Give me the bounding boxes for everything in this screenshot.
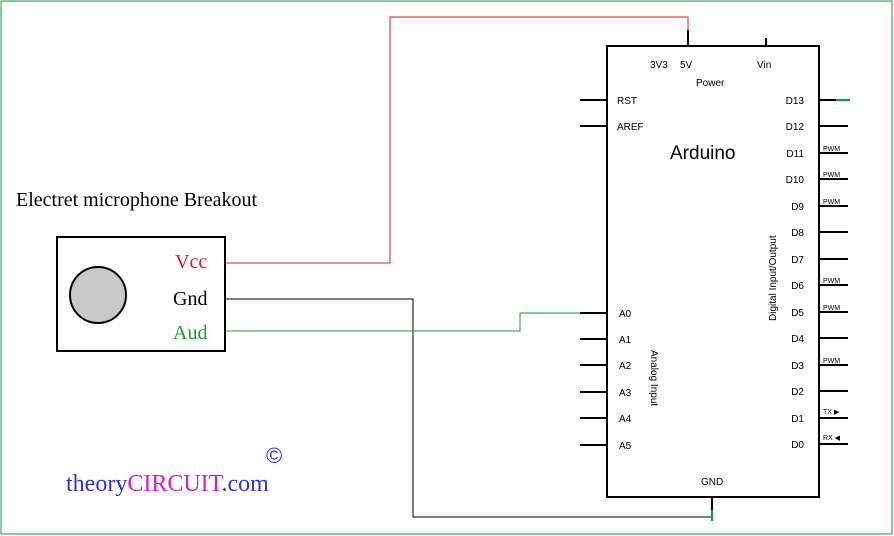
pin-d4-label: D4 [791, 334, 804, 345]
pin-a3-label: A3 [619, 388, 632, 399]
module-title: Electret microphone Breakout [16, 189, 257, 211]
pin-d1-label: D1 [791, 414, 804, 425]
pin-d6-pwm-tag: PWM [823, 278, 840, 285]
pin-d9-pwm-tag: PWM [823, 199, 840, 206]
pin-a0-label: A0 [619, 309, 632, 320]
brand-part-circuit: CIRCUIT [127, 471, 223, 497]
arduino-body [606, 45, 820, 498]
pin-d3-label: D3 [791, 361, 804, 372]
pin-d5-pwm-tag: PWM [823, 305, 840, 312]
digital-group-label: Digital Input/Output [768, 235, 779, 321]
aud-wire [225, 312, 582, 332]
arduino-name: Arduino [670, 143, 736, 164]
pin-d7-label: D7 [791, 255, 804, 266]
electret-mic-module: Electret microphone Breakout Vcc Gnd Aud [16, 189, 257, 352]
pin-d12-label: D12 [786, 122, 805, 133]
analog-group-label: Analog Input [648, 350, 659, 406]
watermark: © theoryCIRCUIT.com [66, 443, 282, 497]
brand-part-theory: theory [66, 471, 127, 497]
pin-d10-label: D10 [786, 175, 805, 186]
pin-d6-label: D6 [791, 281, 804, 292]
pin-d8-label: D8 [791, 228, 804, 239]
pin-rst-label: RST [617, 96, 637, 107]
pin-label-gnd: Gnd [173, 288, 207, 310]
pin-gnd-label: GND [701, 477, 723, 488]
power-group-label: Power [696, 78, 725, 89]
copyright-icon: © [266, 443, 282, 468]
vcc-wire [225, 16, 689, 264]
pin-a2-label: A2 [619, 361, 632, 372]
brand-text: theoryCIRCUIT.com [66, 471, 269, 497]
pin-d0-label: D0 [791, 440, 804, 451]
pin-a1-label: A1 [619, 335, 632, 346]
brand-part-com: .com [222, 471, 270, 497]
analog-pins: A0 A1 A2 A3 A4 A5 [580, 309, 632, 452]
microphone-icon [69, 266, 127, 324]
pin-d13-label: D13 [786, 96, 805, 107]
gnd-wire [225, 298, 712, 518]
pin-d2-label: D2 [791, 387, 804, 398]
pin-d0-rx-tag: RX ◀ [823, 435, 841, 442]
pin-a5-label: A5 [619, 441, 632, 452]
pin-5v-label: 5V [680, 60, 693, 71]
pin-d5-label: D5 [791, 308, 804, 319]
pin-d10-pwm-tag: PWM [823, 172, 840, 179]
pin-d3-pwm-tag: PWM [823, 358, 840, 365]
pin-label-aud: Aud [173, 322, 207, 344]
pin-d11-label: D11 [786, 149, 804, 160]
pin-d9-label: D9 [791, 202, 804, 213]
pin-3v3-label: 3V3 [650, 60, 668, 71]
pin-d1-tx-tag: TX ▶ [823, 409, 840, 416]
pin-vin-label: Vin [757, 60, 771, 71]
pin-aref-label: AREF [617, 122, 644, 133]
pin-a4-label: A4 [619, 414, 632, 425]
pin-d11-pwm-tag: PWM [823, 146, 840, 153]
digital-pins: D13 D12 D11 D10 D9 D8 D7 D6 D5 D4 D3 D2 … [786, 96, 850, 451]
pin-label-vcc: Vcc [175, 251, 207, 273]
arduino-board: Arduino 3V3 5V Vin Power GND RST AREF A0… [580, 30, 850, 521]
